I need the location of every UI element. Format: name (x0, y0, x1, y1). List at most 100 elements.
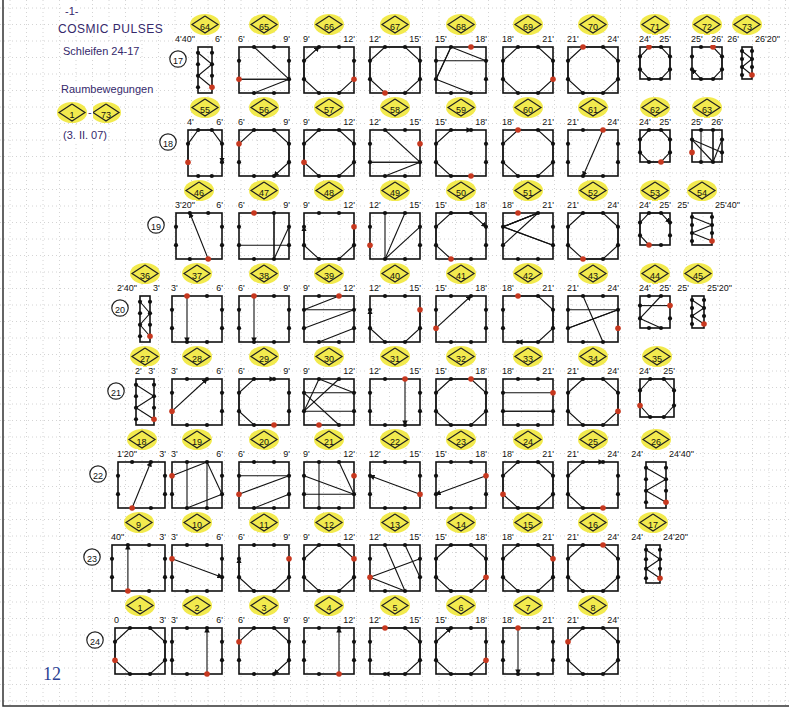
speaker-point (581, 423, 585, 427)
loop-number-circle: 18 (159, 133, 177, 151)
movement-path (318, 462, 319, 508)
movement-number-diamond: 24 (515, 431, 541, 448)
speaker-point (147, 543, 151, 547)
speaker-point (644, 557, 648, 561)
movement-number-diamond: 62 (642, 99, 668, 116)
movement-path (304, 545, 354, 591)
box-outline (304, 628, 354, 674)
box-outline (188, 130, 222, 176)
speaker-point (566, 409, 570, 413)
speaker-point (163, 575, 167, 579)
speaker-point (113, 640, 117, 644)
box-outline (692, 213, 712, 245)
space-movement-box (501, 543, 556, 593)
highlighter-mark (513, 346, 543, 367)
movement-path (304, 411, 354, 412)
speaker-point (449, 543, 453, 547)
highlighter-mark (692, 97, 722, 118)
movement-number-diamond: 19 (184, 431, 210, 448)
speaker-point (317, 174, 321, 178)
time-mark: 6' (237, 34, 246, 45)
highlighter-mark (446, 97, 476, 118)
movement-path (436, 545, 486, 591)
speaker-point (210, 51, 214, 55)
highlighter-mark (578, 97, 608, 118)
speaker-point (659, 294, 663, 298)
movement-path (436, 130, 471, 176)
highlighter-mark (578, 180, 608, 201)
speaker-point (210, 174, 214, 178)
speaker-point (449, 423, 453, 427)
movement-number-diamond: 56 (251, 99, 277, 116)
time-mark: 21' (566, 34, 580, 45)
speaker-point (134, 417, 138, 421)
box-outline (370, 130, 420, 176)
time-mark: 3' (170, 615, 179, 626)
speaker-point (287, 391, 291, 395)
speaker-point (287, 308, 291, 312)
speaker-point (337, 626, 341, 630)
box-outline (136, 379, 154, 425)
time-mark: 9' (302, 200, 311, 211)
speaker-point (551, 640, 555, 644)
movement-number: 34 (588, 351, 598, 368)
movement-path (274, 227, 289, 259)
speaker-point (220, 243, 224, 247)
highlighter-mark (57, 102, 87, 123)
speaker-point (484, 225, 488, 229)
start-point (646, 242, 652, 248)
movement-number: 32 (456, 351, 466, 368)
speaker-point (337, 543, 341, 547)
speaker-point (672, 388, 676, 392)
speaker-point (434, 225, 438, 229)
start-point (336, 671, 342, 677)
speaker-point (383, 211, 387, 215)
speaker-point (581, 672, 585, 676)
speaker-point (702, 306, 706, 310)
movement-number: 60 (523, 102, 533, 119)
movement-number: 25 (588, 434, 598, 451)
movement-number: 51 (523, 185, 533, 202)
box-outline (568, 130, 618, 176)
speaker-point (551, 160, 555, 164)
loop-number-circle: 20 (111, 299, 129, 317)
movement-number-diamond: 57 (316, 99, 342, 116)
movement-path (172, 559, 222, 577)
speaker-point (163, 658, 167, 662)
highlighter-mark (249, 346, 279, 367)
box-outline (304, 462, 354, 508)
speaker-point (536, 626, 540, 630)
space-movement-box (434, 460, 489, 510)
speaker-point (484, 59, 488, 63)
box-outline (370, 462, 420, 508)
movement-number-diamond: 20 (251, 431, 277, 448)
movement-number: 16 (588, 517, 598, 534)
speaker-point (647, 128, 651, 132)
start-point (286, 556, 292, 562)
speaker-point (720, 67, 724, 71)
movement-number-diamond: 46 (186, 182, 212, 199)
time-mark: 24'40" (668, 449, 695, 460)
date-note: (3. II. 07) (62, 128, 108, 142)
speaker-point (581, 460, 585, 464)
speaker-point (616, 557, 620, 561)
start-point (185, 159, 191, 165)
speaker-point (581, 589, 585, 593)
speaker-point (516, 340, 520, 344)
speaker-point (317, 626, 321, 630)
movement-number-diamond: 58 (382, 99, 408, 116)
movement-path (503, 213, 538, 227)
time-mark: 25' (676, 283, 690, 294)
movement-path (140, 302, 150, 337)
time-mark: 24' (606, 366, 620, 377)
speaker-point (659, 128, 663, 132)
time-mark: 24' (606, 449, 620, 460)
speaker-point (536, 460, 540, 464)
movement-number-diamond: 49 (382, 182, 408, 199)
speaker-point (403, 128, 407, 132)
speaker-point (740, 65, 744, 69)
space-movement-box (434, 44, 488, 95)
speaker-point (134, 394, 138, 398)
loop-number: 19 (151, 218, 161, 236)
speaker-point (174, 243, 178, 247)
